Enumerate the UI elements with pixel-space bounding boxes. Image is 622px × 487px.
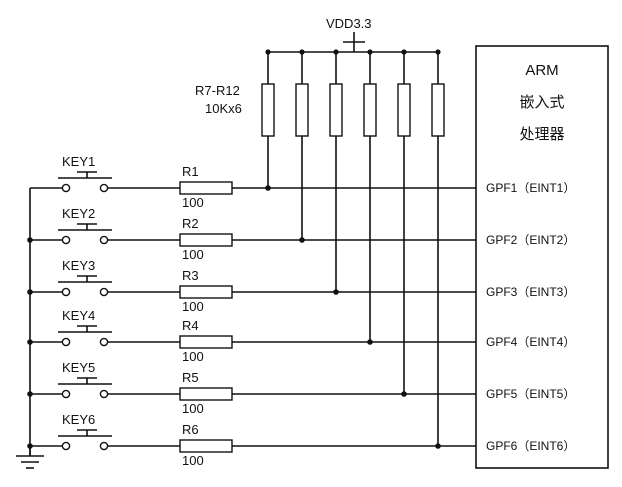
junction-dot	[27, 391, 33, 397]
chip-line2: 嵌入式	[519, 94, 564, 111]
supply-symbol	[343, 32, 365, 52]
pullup-resistor	[329, 83, 343, 137]
key-contact	[99, 183, 109, 193]
junction-dot	[435, 49, 441, 55]
junction-dot	[299, 49, 305, 55]
junction-dot	[333, 49, 339, 55]
key-label: KEY1	[62, 154, 95, 169]
series-resistor-value: 100	[182, 453, 204, 468]
pullup-resistor	[363, 83, 377, 137]
junction-dot	[435, 443, 441, 449]
junction-dot	[401, 49, 407, 55]
pin-label: GPF6（EINT6）	[486, 439, 575, 453]
key-contact	[61, 287, 71, 297]
key-label: KEY3	[62, 258, 95, 273]
pin-label: GPF3（EINT3）	[486, 285, 575, 299]
junction-dot	[333, 289, 339, 295]
junction-dot	[27, 339, 33, 345]
key-contact	[61, 441, 71, 451]
series-resistor-label: R6	[182, 422, 199, 437]
junction-dot	[27, 443, 33, 449]
series-resistor-value: 100	[182, 349, 204, 364]
series-resistor	[179, 285, 233, 299]
series-resistor-label: R4	[182, 318, 199, 333]
pin-label: GPF2（EINT2）	[486, 233, 575, 247]
pin-label: GPF5（EINT5）	[486, 387, 575, 401]
key-contact	[99, 389, 109, 399]
junction-dot	[367, 339, 373, 345]
pin-label: GPF1（EINT1）	[486, 181, 575, 195]
series-resistor-value: 100	[182, 195, 204, 210]
key-label: KEY6	[62, 412, 95, 427]
series-resistor-value: 100	[182, 401, 204, 416]
series-resistor-label: R5	[182, 370, 199, 385]
junction-dot	[27, 237, 33, 243]
chip-line3: 处理器	[519, 126, 564, 143]
series-resistor	[179, 335, 233, 349]
pullup-resistor	[431, 83, 445, 137]
series-resistor-label: R3	[182, 268, 199, 283]
key-contact	[99, 235, 109, 245]
series-resistor-label: R2	[182, 216, 199, 231]
key-contact	[99, 441, 109, 451]
processor-box	[475, 45, 609, 469]
pullup-resistor	[261, 83, 275, 137]
junction-dot	[401, 391, 407, 397]
key-contact	[61, 235, 71, 245]
pullup-resistor	[295, 83, 309, 137]
series-resistor-label: R1	[182, 164, 199, 179]
key-contact	[99, 287, 109, 297]
junction-dot	[265, 49, 271, 55]
series-resistor-value: 100	[182, 299, 204, 314]
junction-dot	[27, 289, 33, 295]
series-resistor	[179, 233, 233, 247]
pullup-value: 10Kx6	[205, 101, 242, 116]
key-label: KEY4	[62, 308, 95, 323]
junction-dot	[299, 237, 305, 243]
series-resistor	[179, 439, 233, 453]
series-resistor	[179, 387, 233, 401]
pullup-name: R7-R12	[195, 83, 240, 98]
key-contact	[61, 389, 71, 399]
junction-dot	[367, 49, 373, 55]
channels: KEY1R1100GPF1（EINT1）KEY2R2100GPF2（EINT2）…	[27, 49, 575, 468]
series-resistor-value: 100	[182, 247, 204, 262]
chip-line1: ARM	[525, 62, 558, 79]
supply-label: VDD3.3	[326, 16, 372, 31]
junction-dot	[265, 185, 271, 191]
pullup-resistor	[397, 83, 411, 137]
ground-icon	[16, 455, 44, 469]
key-label: KEY2	[62, 206, 95, 221]
key-contact	[61, 183, 71, 193]
key-contact	[61, 337, 71, 347]
key-label: KEY5	[62, 360, 95, 375]
key-contact	[99, 337, 109, 347]
pin-label: GPF4（EINT4）	[486, 335, 575, 349]
series-resistor	[179, 181, 233, 195]
